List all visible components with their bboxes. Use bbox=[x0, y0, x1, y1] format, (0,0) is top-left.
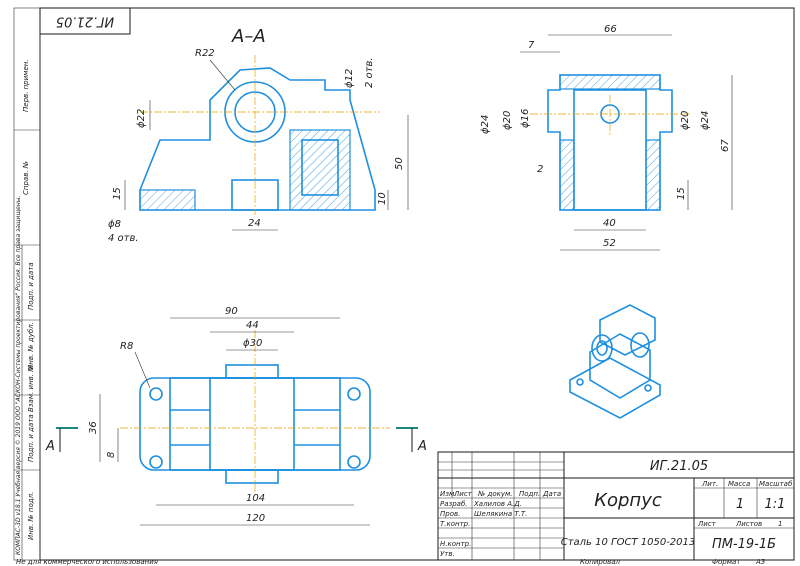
dim-120: 120 bbox=[246, 513, 265, 524]
dim-40: 40 bbox=[603, 218, 616, 229]
dim-66: 66 bbox=[604, 24, 617, 35]
dim-d20-right: ϕ20 bbox=[680, 111, 691, 130]
list-label: Лист bbox=[697, 520, 717, 528]
dim-holes2: 2 отв. bbox=[364, 57, 375, 88]
perv-primen-label: Перв. примен. bbox=[22, 59, 30, 112]
doc-number: ИГ.21.05 bbox=[650, 459, 708, 474]
dim-52: 52 bbox=[603, 238, 616, 249]
dim-15b: 15 bbox=[676, 187, 687, 200]
col-list: Лист bbox=[453, 490, 473, 498]
masshtab-label: Масштаб bbox=[759, 480, 793, 488]
dim-d8: ϕ8 bbox=[108, 219, 121, 230]
mount-hole-br bbox=[347, 455, 361, 469]
dim-r8: R8 bbox=[120, 341, 133, 352]
mass-value: 1 bbox=[736, 497, 744, 512]
top-number-box bbox=[39, 7, 131, 35]
podp-data-label-1: Подп. и дата bbox=[27, 262, 35, 310]
copyright-text: КОМПАС-3D v18.1 Учебная версия © 2019 ОО… bbox=[15, 196, 22, 555]
top-view: 90 44 ϕ30 R8 36 8 104 120 А А bbox=[45, 306, 427, 526]
inner-frame bbox=[39, 7, 795, 561]
side-strip bbox=[13, 7, 41, 561]
col-ndoc: № докум. bbox=[477, 490, 513, 498]
format-label: Формат bbox=[712, 558, 741, 566]
podp-data-label-2: Подп. и дата bbox=[27, 414, 35, 462]
dim-36: 36 bbox=[88, 421, 99, 434]
dim-d30: ϕ30 bbox=[243, 338, 262, 349]
prov-name: Шелякина Т.Т. bbox=[474, 510, 527, 518]
dim-holes4: 4 отв. bbox=[108, 233, 139, 244]
dim-d22: ϕ22 bbox=[136, 109, 147, 128]
mount-hole-tl bbox=[149, 387, 163, 401]
section-hatch-right bbox=[289, 129, 351, 211]
material: Сталь 10 ГОСТ 1050-2013 bbox=[561, 537, 696, 548]
dim-67: 67 bbox=[720, 139, 731, 152]
kopiroval-label: Копировал bbox=[580, 558, 621, 566]
dim-24: 24 bbox=[248, 218, 261, 229]
col-podp: Подп. bbox=[519, 490, 540, 498]
inv-podl-label: Инв. № подл. bbox=[27, 492, 35, 540]
mount-hole-bl bbox=[149, 455, 163, 469]
section-hatch-foot bbox=[139, 189, 196, 211]
title-block: Изм. Лист № докум. Подп. Дата Разраб. Ха… bbox=[437, 451, 795, 561]
top-number: ИГ.21.05 bbox=[56, 14, 114, 29]
inv-dubl-label: Инв. № дубл. bbox=[27, 322, 35, 370]
razrab-name: Халилов А.Д. bbox=[473, 500, 522, 508]
dim-90: 90 bbox=[225, 306, 238, 317]
group: ПМ-19-1Б bbox=[712, 537, 776, 552]
format-value: А3 bbox=[755, 558, 765, 566]
dim-8b: 8 bbox=[106, 452, 117, 458]
dim-d20-left: ϕ20 bbox=[502, 111, 513, 130]
dim-104: 104 bbox=[246, 493, 265, 504]
lit-label: Лит. bbox=[701, 480, 718, 488]
listov-label: Листов bbox=[735, 520, 762, 528]
section-outline bbox=[139, 67, 376, 211]
dim-15a: 15 bbox=[112, 187, 123, 200]
dim-d12: ϕ12 bbox=[344, 69, 355, 88]
isometric-view bbox=[569, 304, 661, 419]
tkontr-label: Т.контр. bbox=[440, 520, 470, 528]
vzam-inv-label: Взам. инв. № bbox=[27, 364, 35, 412]
side-view: 66 7 ϕ24 ϕ20 ϕ16 ϕ20 ϕ24 67 2 15 40 52 bbox=[480, 24, 733, 251]
dim-7: 7 bbox=[528, 40, 535, 51]
col-data: Дата bbox=[542, 490, 561, 498]
nkontr-label: Н.контр. bbox=[440, 540, 471, 548]
col-izm: Изм. bbox=[440, 490, 456, 498]
section-view-aa: А–А R22 ϕ22 ϕ12 2 отв. 50 10 15 ϕ8 4 отв… bbox=[108, 26, 409, 244]
listov-value: 1 bbox=[778, 520, 782, 528]
massa-label: Масса bbox=[728, 480, 750, 488]
view-label-left: А bbox=[45, 439, 55, 454]
view-label-right: А bbox=[417, 439, 427, 454]
noncommercial-text: Не для коммерческого использования bbox=[16, 558, 158, 566]
side-labels: Перв. примен. Справ. № КОМПАС-3D v18.1 У… bbox=[14, 59, 40, 560]
utv-label: Утв. bbox=[440, 550, 455, 558]
razrab-label: Разраб. bbox=[440, 500, 468, 508]
dim-10: 10 bbox=[377, 192, 388, 205]
dim-d24-left: ϕ24 bbox=[480, 115, 491, 134]
dim-d16: ϕ16 bbox=[520, 109, 531, 128]
dim-d24-right: ϕ24 bbox=[700, 111, 711, 130]
prov-label: Пров. bbox=[440, 510, 460, 518]
part-name: Корпус bbox=[594, 490, 662, 511]
dim-44: 44 bbox=[246, 320, 259, 331]
scale-value: 1:1 bbox=[765, 497, 786, 512]
sprav-label: Справ. № bbox=[22, 161, 30, 195]
section-label: А–А bbox=[231, 26, 266, 47]
dim-50: 50 bbox=[394, 157, 405, 170]
mount-hole-tr bbox=[347, 387, 361, 401]
dim-r22: R22 bbox=[195, 48, 215, 59]
dim-2: 2 bbox=[537, 164, 543, 175]
